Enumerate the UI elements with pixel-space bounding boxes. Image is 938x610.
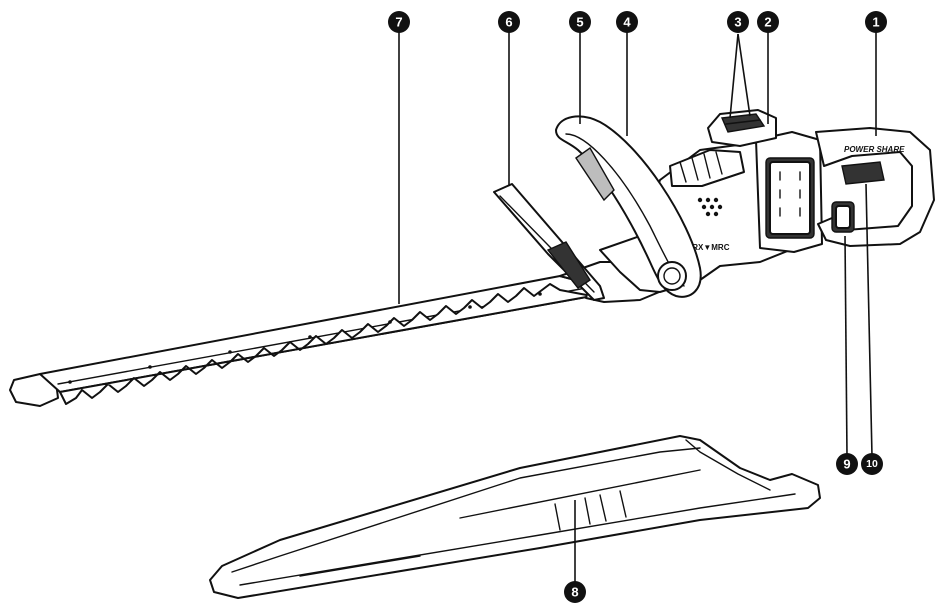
svg-text:1: 1 — [872, 15, 879, 30]
callout-7: 7 — [388, 11, 410, 33]
callout-1: 1 — [865, 11, 887, 33]
blade-teeth — [59, 283, 593, 405]
svg-text:5: 5 — [576, 15, 583, 30]
svg-text:8: 8 — [571, 585, 578, 600]
svg-text:6: 6 — [505, 15, 512, 30]
svg-text:7: 7 — [395, 15, 402, 30]
callout-4: 4 — [616, 11, 638, 33]
callout-8: 8 — [564, 581, 586, 603]
callout-5: 5 — [569, 11, 591, 33]
svg-text:4: 4 — [623, 15, 631, 30]
callout-2: 2 — [757, 11, 779, 33]
front-guard — [493, 183, 605, 301]
handle-marking: POWER SHARE — [844, 145, 905, 154]
blade-bar — [39, 275, 593, 393]
blade-sheath — [209, 435, 821, 599]
rear-handle: POWER SHARE — [815, 127, 935, 247]
callout-3: 3 — [727, 11, 749, 33]
leader-lines — [398, 30, 877, 582]
svg-text:9: 9 — [843, 457, 850, 472]
brand-logo-text: ORX▼MRC — [686, 243, 730, 252]
svg-text:2: 2 — [764, 15, 771, 30]
svg-text:3: 3 — [734, 15, 741, 30]
front-handle — [555, 115, 702, 298]
callout-6: 6 — [498, 11, 520, 33]
battery-pack — [755, 131, 823, 253]
blade — [9, 261, 665, 407]
callout-9: 9 — [836, 453, 858, 475]
callout-10: 10 — [861, 453, 883, 475]
battery-release — [707, 109, 777, 147]
svg-text:10: 10 — [866, 458, 878, 470]
